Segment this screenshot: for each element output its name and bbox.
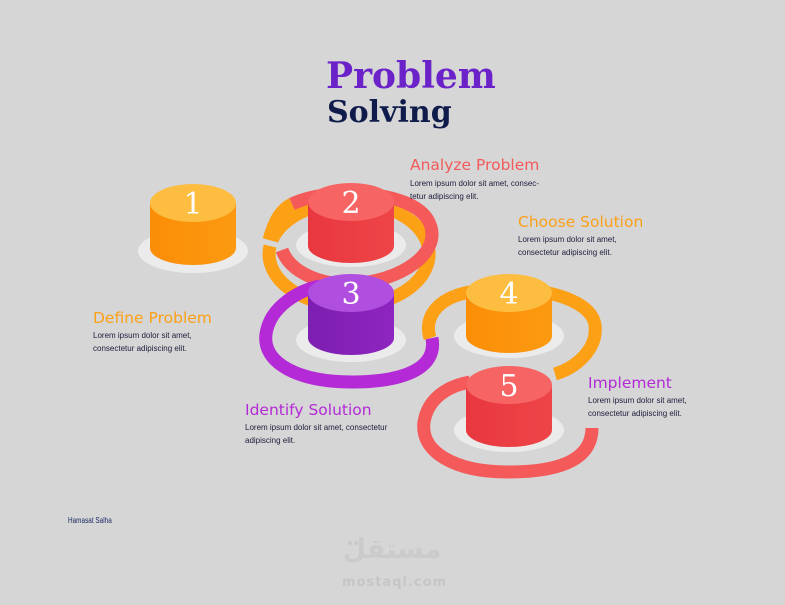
- step-1-number: 1: [183, 187, 202, 222]
- connector-3-4: [422, 289, 458, 340]
- step-2-number: 2: [341, 186, 360, 221]
- step-3-desc-line2: adipiscing elit.: [245, 436, 296, 445]
- watermark-latin: mostaql.com: [342, 575, 448, 590]
- step-4-number: 4: [499, 277, 518, 312]
- step-4-desc-line2: consectetur adipiscing elit.: [518, 248, 612, 257]
- cylinder-2: 2: [308, 183, 394, 263]
- step-3-description: Lorem ipsum dolor sit amet, consectetur …: [245, 421, 387, 447]
- step-5-desc-line1: Lorem ipsum dolor sit amet,: [588, 396, 687, 405]
- step-5-desc-line2: consectetur adipiscing elit.: [588, 409, 682, 418]
- page-title-line2: Solving: [327, 95, 452, 130]
- step-2-desc-line2: tetur adipiscing elit.: [410, 192, 479, 201]
- step-4-heading: Choose Solution: [518, 213, 644, 231]
- step-5-number: 5: [499, 369, 518, 404]
- cylinder-5: 5: [466, 366, 552, 447]
- page-title-line1: Problem: [326, 55, 496, 97]
- cylinder-3: 3: [308, 274, 394, 355]
- step-1-heading: Define Problem: [93, 309, 212, 327]
- watermark-logo-mark: [348, 541, 358, 545]
- step-5-heading: Implement: [588, 374, 672, 392]
- step-1-description: Lorem ipsum dolor sit amet, consectetur …: [93, 329, 192, 355]
- watermark-arabic: مستقل: [342, 534, 442, 565]
- ring-5-arc: [417, 375, 599, 479]
- step-2-heading: Analyze Problem: [410, 156, 540, 174]
- step-3-heading: Identify Solution: [245, 401, 372, 419]
- step-1-desc-line2: consectetur adipiscing elit.: [93, 344, 187, 353]
- author-credit: Hamasat Salha: [68, 516, 112, 525]
- connector-1-2: [262, 198, 296, 242]
- step-4-description: Lorem ipsum dolor sit amet, consectetur …: [518, 233, 617, 259]
- step-3-number: 3: [341, 277, 360, 312]
- step-3-desc-line1: Lorem ipsum dolor sit amet, consectetur: [245, 423, 388, 432]
- cylinder-1: 1: [150, 184, 236, 265]
- step-1-desc-line1: Lorem ipsum dolor sit amet,: [93, 331, 192, 340]
- cylinder-4: 4: [466, 274, 552, 353]
- step-5-description: Lorem ipsum dolor sit amet, consectetur …: [588, 394, 687, 420]
- ring-3-arc: [259, 279, 440, 389]
- step-2-description: Lorem ipsum dolor sit amet, consec- tetu…: [410, 177, 539, 203]
- step-4-desc-line1: Lorem ipsum dolor sit amet,: [518, 235, 617, 244]
- step-2-desc-line1: Lorem ipsum dolor sit amet, consec-: [410, 179, 539, 188]
